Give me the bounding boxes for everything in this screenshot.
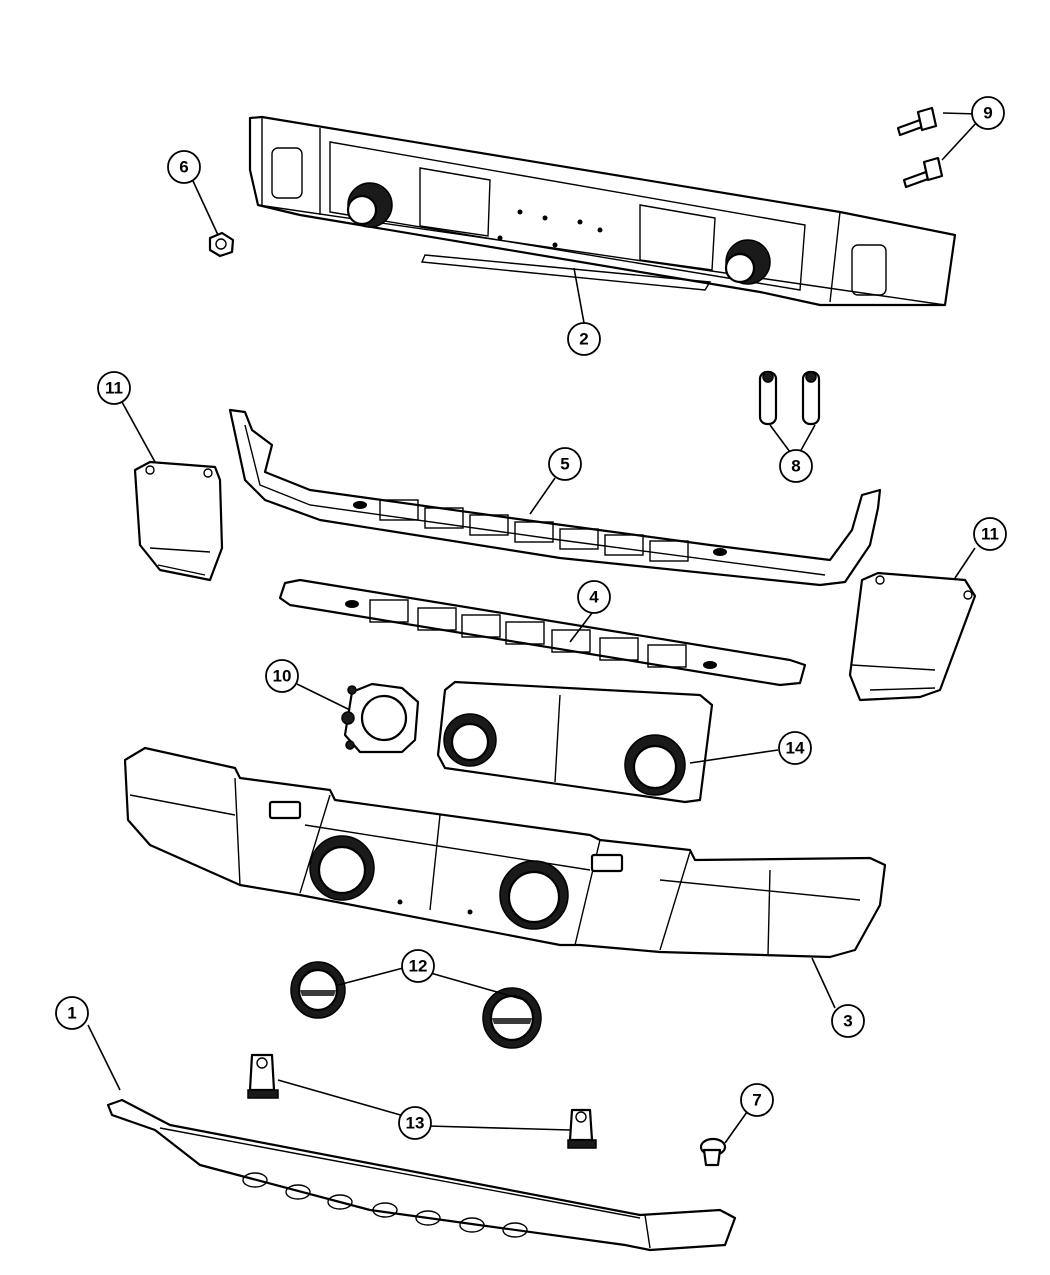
- callout-14: 14: [778, 731, 812, 765]
- callout-1: 1: [55, 996, 89, 1030]
- callout-label: 13: [406, 1114, 425, 1133]
- part-11-left-end-cap: [133, 460, 224, 582]
- part-12-fog-lamp-bezels: [290, 961, 542, 1049]
- callout-label: 6: [179, 158, 188, 177]
- callout-label: 1: [67, 1004, 76, 1023]
- callout-label: 10: [273, 667, 292, 686]
- part-4-energy-absorber: [278, 578, 807, 687]
- part-6-nut: [208, 231, 235, 258]
- callout-label: 7: [752, 1091, 761, 1110]
- callout-label: 4: [589, 588, 599, 607]
- part-5-upper-support: [228, 408, 882, 587]
- callout-label: 2: [579, 330, 588, 349]
- part-11-right-end-cap: [848, 571, 977, 702]
- part-9-bolts: [896, 106, 944, 189]
- part-10-fog-lamp-bracket: [341, 682, 420, 754]
- callout-label: 11: [981, 525, 999, 544]
- callout-2: 2: [567, 322, 601, 356]
- callout-8: 8: [779, 449, 813, 483]
- callout-label: 11: [105, 379, 123, 398]
- part-13-brackets: [247, 1053, 597, 1149]
- callout-3: 3: [831, 1004, 865, 1038]
- callout-label: 14: [786, 739, 805, 758]
- callout-label: 9: [983, 104, 992, 123]
- part-8-brackets: [758, 370, 821, 426]
- part-14-center-trim: [436, 680, 714, 804]
- part-3-bumper-fascia: [123, 746, 887, 959]
- callout-11-left: 11: [97, 371, 131, 405]
- callout-5: 5: [548, 447, 582, 481]
- callout-label: 3: [843, 1012, 852, 1031]
- part-7-clip: [699, 1137, 727, 1167]
- part-2-bumper-reinforcement: [248, 115, 957, 307]
- callout-label: 8: [791, 457, 800, 476]
- callout-label: 12: [409, 957, 428, 976]
- callout-10: 10: [265, 659, 299, 693]
- callout-9: 9: [971, 96, 1005, 130]
- callout-11-right: 11: [973, 517, 1007, 551]
- callout-4: 4: [577, 580, 611, 614]
- callout-label: 5: [560, 455, 569, 474]
- part-1-lower-valance: [106, 1098, 737, 1252]
- callout-13: 13: [398, 1106, 432, 1140]
- callout-6: 6: [167, 150, 201, 184]
- callout-7: 7: [740, 1083, 774, 1117]
- callout-12: 12: [401, 949, 435, 983]
